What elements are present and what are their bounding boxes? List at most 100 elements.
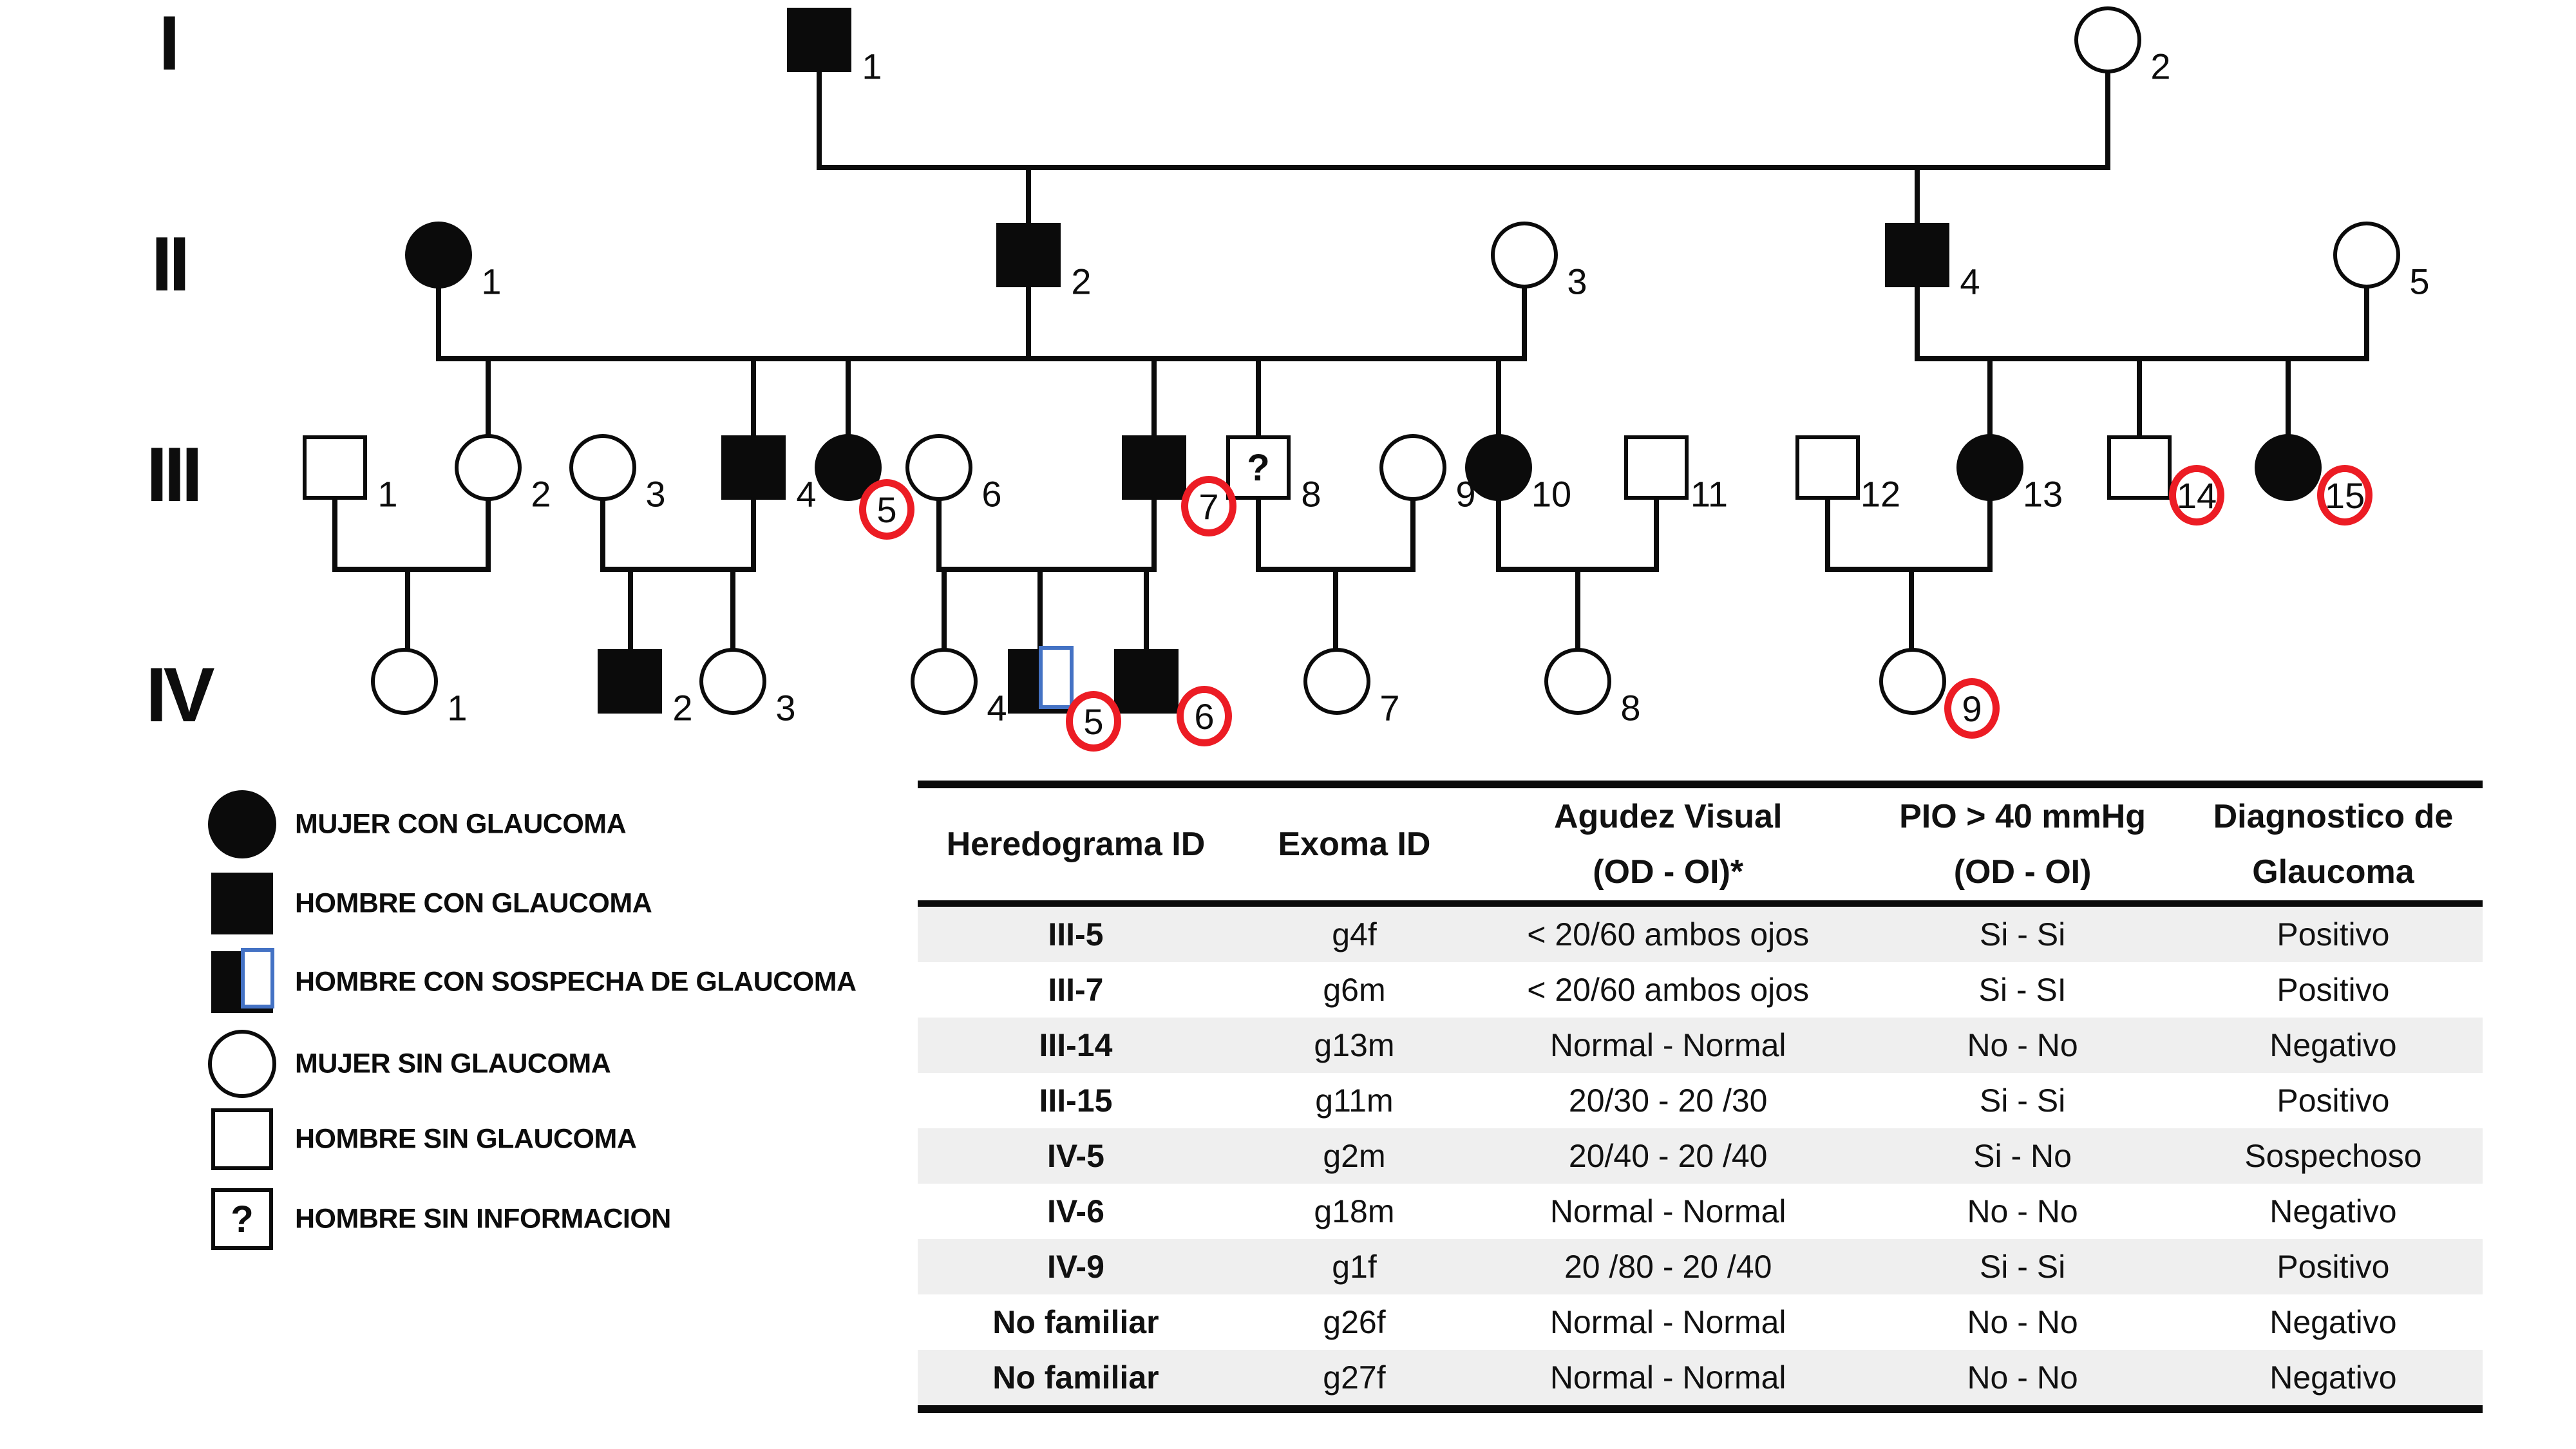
table-cell: Si - Si bbox=[1979, 916, 2066, 952]
table-cell: Positivo bbox=[2277, 1249, 2390, 1285]
table-cell: Si - Si bbox=[1979, 1249, 2066, 1285]
table-top-rule bbox=[918, 781, 2483, 788]
table-bottom-rule bbox=[918, 1405, 2483, 1413]
legend-label: HOMBRE SIN GLAUCOMA bbox=[295, 1123, 637, 1155]
generation-label-IV: IV bbox=[146, 652, 214, 738]
pedigree-member-III-7 bbox=[1122, 435, 1186, 500]
legend-label: HOMBRE SIN INFORMACION bbox=[295, 1203, 671, 1235]
member-number-label: 1 bbox=[447, 687, 468, 728]
pedigree-member-IV-8 bbox=[1544, 648, 1611, 715]
member-number-label: 5 bbox=[876, 489, 897, 530]
table-cell: III-14 bbox=[1039, 1027, 1113, 1063]
member-number-label: 3 bbox=[775, 687, 796, 728]
column-header-line1: Exoma ID bbox=[1278, 826, 1431, 863]
table-cell: No - No bbox=[1967, 1027, 2078, 1063]
pedigree-member-III-9 bbox=[1379, 434, 1446, 501]
question-mark-glyph: ? bbox=[231, 1198, 254, 1240]
proband-red-circle-III-5: 5 bbox=[859, 479, 914, 540]
table-cell: No - No bbox=[1967, 1304, 2078, 1340]
table-header-rule bbox=[918, 900, 2483, 907]
generation-label-I: I bbox=[158, 0, 180, 86]
member-number-label: 1 bbox=[862, 46, 882, 87]
pedigree-member-IV-7 bbox=[1303, 648, 1370, 715]
table-cell: 20/30 - 20 /30 bbox=[1568, 1083, 1768, 1119]
pedigree-member-I-1 bbox=[787, 8, 851, 72]
table-cell: Normal - Normal bbox=[1549, 1304, 1786, 1340]
pedigree-member-II-5 bbox=[2333, 222, 2400, 289]
table-cell: Normal - Normal bbox=[1549, 1359, 1786, 1396]
phenotype-table: Heredograma ID Exoma ID Agudez Visual(OD -… bbox=[918, 781, 2483, 1413]
table-cell: g4f bbox=[1332, 916, 1377, 952]
pedigree-member-II-4 bbox=[1885, 223, 1949, 287]
member-number-label: 4 bbox=[1960, 261, 1980, 302]
suspect-half-shading bbox=[1039, 646, 1074, 709]
pedigree-member-III-1 bbox=[303, 435, 367, 500]
column-header: Agudez Visual(OD - OI)* bbox=[1475, 788, 1861, 900]
column-header: PIO > 40 mmHg(OD - OI) bbox=[1861, 788, 2184, 900]
member-number-label: 2 bbox=[1071, 261, 1092, 302]
table-cell: Si - Si bbox=[1979, 1083, 2066, 1119]
proband-red-circle-III-15: 15 bbox=[2317, 465, 2372, 526]
proband-red-circle-IV-6: 6 bbox=[1177, 686, 1232, 746]
member-number-label: 4 bbox=[987, 687, 1007, 728]
member-number-label: 2 bbox=[2150, 46, 2171, 87]
member-number-label: 9 bbox=[1962, 688, 1982, 729]
suspect-half-shading bbox=[241, 948, 274, 1009]
table-cell: g11m bbox=[1315, 1083, 1394, 1119]
pedigree-member-III-3 bbox=[569, 434, 636, 501]
table-cell: No - No bbox=[1967, 1359, 2078, 1396]
table-cell: No - No bbox=[1967, 1193, 2078, 1229]
table-cell: Negativo bbox=[2269, 1304, 2397, 1340]
legend-label: MUJER CON GLAUCOMA bbox=[295, 808, 627, 840]
table-cell: III-7 bbox=[1048, 972, 1104, 1008]
table-cell: g18m bbox=[1314, 1193, 1395, 1229]
member-number-label: 7 bbox=[1379, 687, 1400, 728]
legend-label: MUJER SIN GLAUCOMA bbox=[295, 1048, 611, 1079]
table-cell: g27f bbox=[1323, 1359, 1386, 1396]
pedigree-member-III-2 bbox=[455, 434, 522, 501]
table-cell: g13m bbox=[1314, 1027, 1395, 1063]
pedigree-member-IV-9 bbox=[1879, 648, 1946, 715]
table-cell: Positivo bbox=[2277, 972, 2390, 1008]
pedigree-member-III-8: ? bbox=[1226, 435, 1291, 500]
generation-label-II: II bbox=[151, 221, 191, 307]
member-number-label: 2 bbox=[672, 687, 693, 728]
table-cell: 20 /80 - 20 /40 bbox=[1564, 1249, 1772, 1285]
member-number-label: 5 bbox=[1083, 701, 1104, 742]
legend-symbol-female-unaffected bbox=[208, 1030, 276, 1098]
column-header: Heredograma ID bbox=[918, 788, 1234, 900]
column-header-line2: (OD - OI) bbox=[1953, 853, 2092, 891]
member-number-label: 4 bbox=[796, 473, 817, 515]
member-number-label: 13 bbox=[2022, 473, 2063, 515]
table-cell: g1f bbox=[1332, 1249, 1377, 1285]
column-header-line1: Heredograma ID bbox=[946, 826, 1206, 863]
table-cell: Negativo bbox=[2269, 1027, 2397, 1063]
member-number-label: 3 bbox=[1567, 261, 1587, 302]
table-cell: < 20/60 ambos ojos bbox=[1527, 972, 1810, 1008]
table-cell: Normal - Normal bbox=[1549, 1193, 1786, 1229]
pedigree-member-II-2 bbox=[996, 223, 1061, 287]
table-cell: IV-5 bbox=[1046, 1138, 1104, 1174]
member-number-label: 6 bbox=[1194, 696, 1215, 737]
table-cell: Negativo bbox=[2269, 1359, 2397, 1396]
member-number-label: 5 bbox=[2409, 261, 2430, 302]
member-number-label: 3 bbox=[645, 473, 666, 515]
proband-red-circle-III-7: 7 bbox=[1181, 476, 1236, 536]
member-number-label: 7 bbox=[1198, 486, 1219, 527]
member-number-label: 1 bbox=[377, 473, 398, 515]
table-cell: Positivo bbox=[2277, 916, 2390, 952]
column-header-line2: (OD - OI)* bbox=[1593, 853, 1744, 891]
member-number-label: 12 bbox=[1860, 473, 1901, 515]
pedigree-member-IV-1 bbox=[371, 648, 438, 715]
table-cell: 20/40 - 20 /40 bbox=[1568, 1138, 1768, 1174]
pedigree-member-IV-6 bbox=[1114, 649, 1179, 714]
column-header: Exoma ID bbox=[1234, 788, 1475, 900]
legend-symbol-male-unknown: ? bbox=[211, 1188, 273, 1250]
